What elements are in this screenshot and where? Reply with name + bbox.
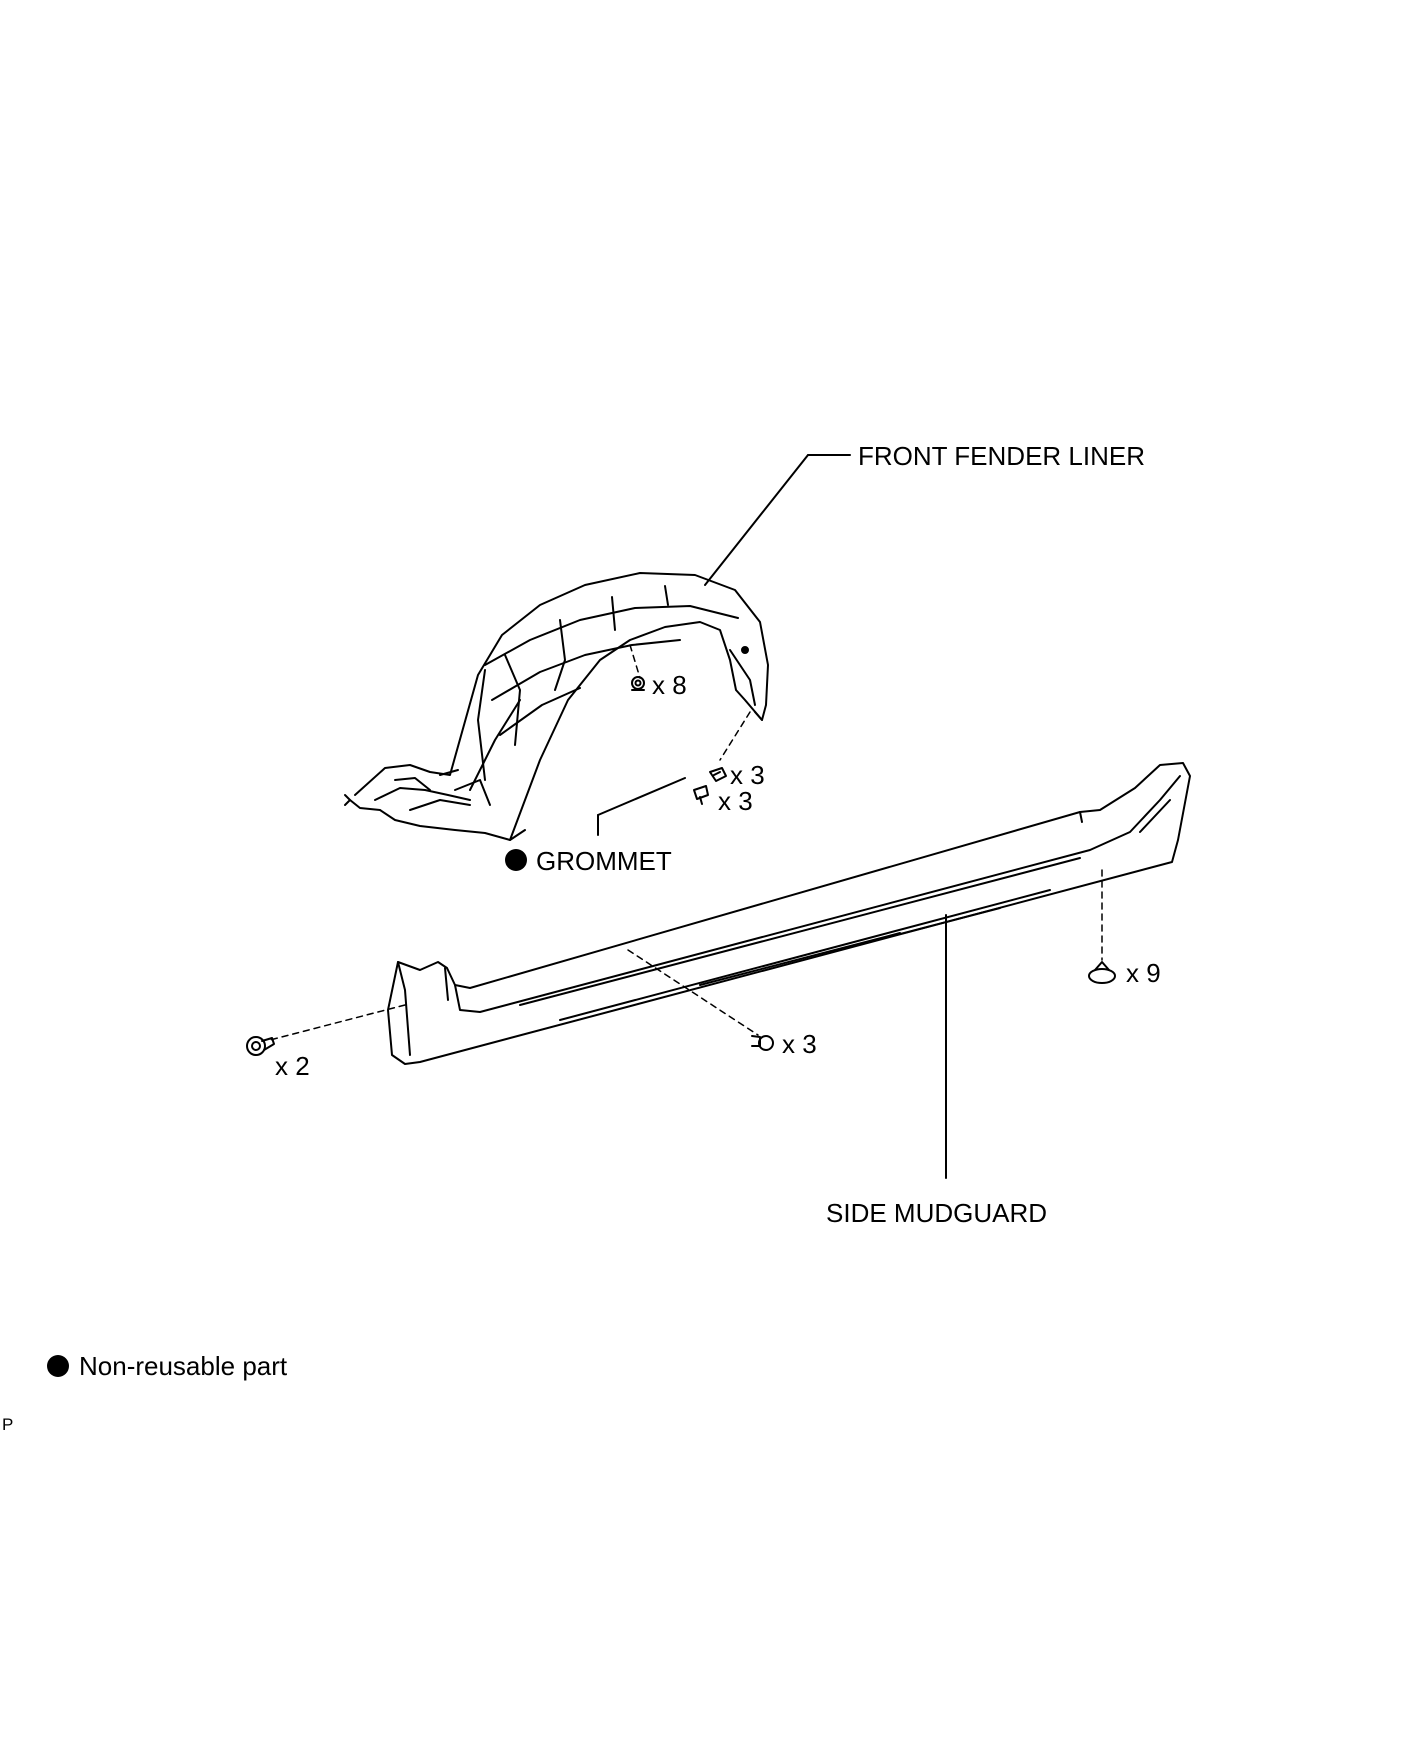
- qty-mudguard-front-screws: x 2: [275, 1051, 310, 1081]
- figure-code: P: [2, 1415, 14, 1434]
- mudguard-rear-clip-icon: [1088, 961, 1116, 984]
- liner-bolt-icon: [693, 785, 709, 805]
- qty-liner-bolts: x 3: [718, 786, 753, 816]
- liner-clip-icon: [709, 767, 727, 782]
- legend-non-reusable-icon: [47, 1355, 69, 1377]
- label-grommet: GROMMET: [536, 846, 672, 876]
- qty-mudguard-rear-clips: x 9: [1126, 958, 1161, 988]
- non-reusable-marker-icon: [505, 849, 527, 871]
- mudguard-center-clip-icon: [751, 1035, 774, 1051]
- side-mudguard-drawing: [387, 762, 1191, 1065]
- liner-screw-icon: [631, 676, 645, 691]
- label-front-fender-liner: FRONT FENDER LINER: [858, 441, 1145, 471]
- legend-non-reusable-text: Non-reusable part: [79, 1351, 288, 1381]
- qty-liner-clips: x 3: [730, 760, 765, 790]
- front-fender-liner-drawing: [344, 572, 769, 841]
- qty-mudguard-center-clips: x 3: [782, 1029, 817, 1059]
- mudguard-screw-icon: [246, 1036, 275, 1056]
- qty-liner-screws: x 8: [652, 670, 687, 700]
- label-side-mudguard: SIDE MUDGUARD: [826, 1198, 1048, 1228]
